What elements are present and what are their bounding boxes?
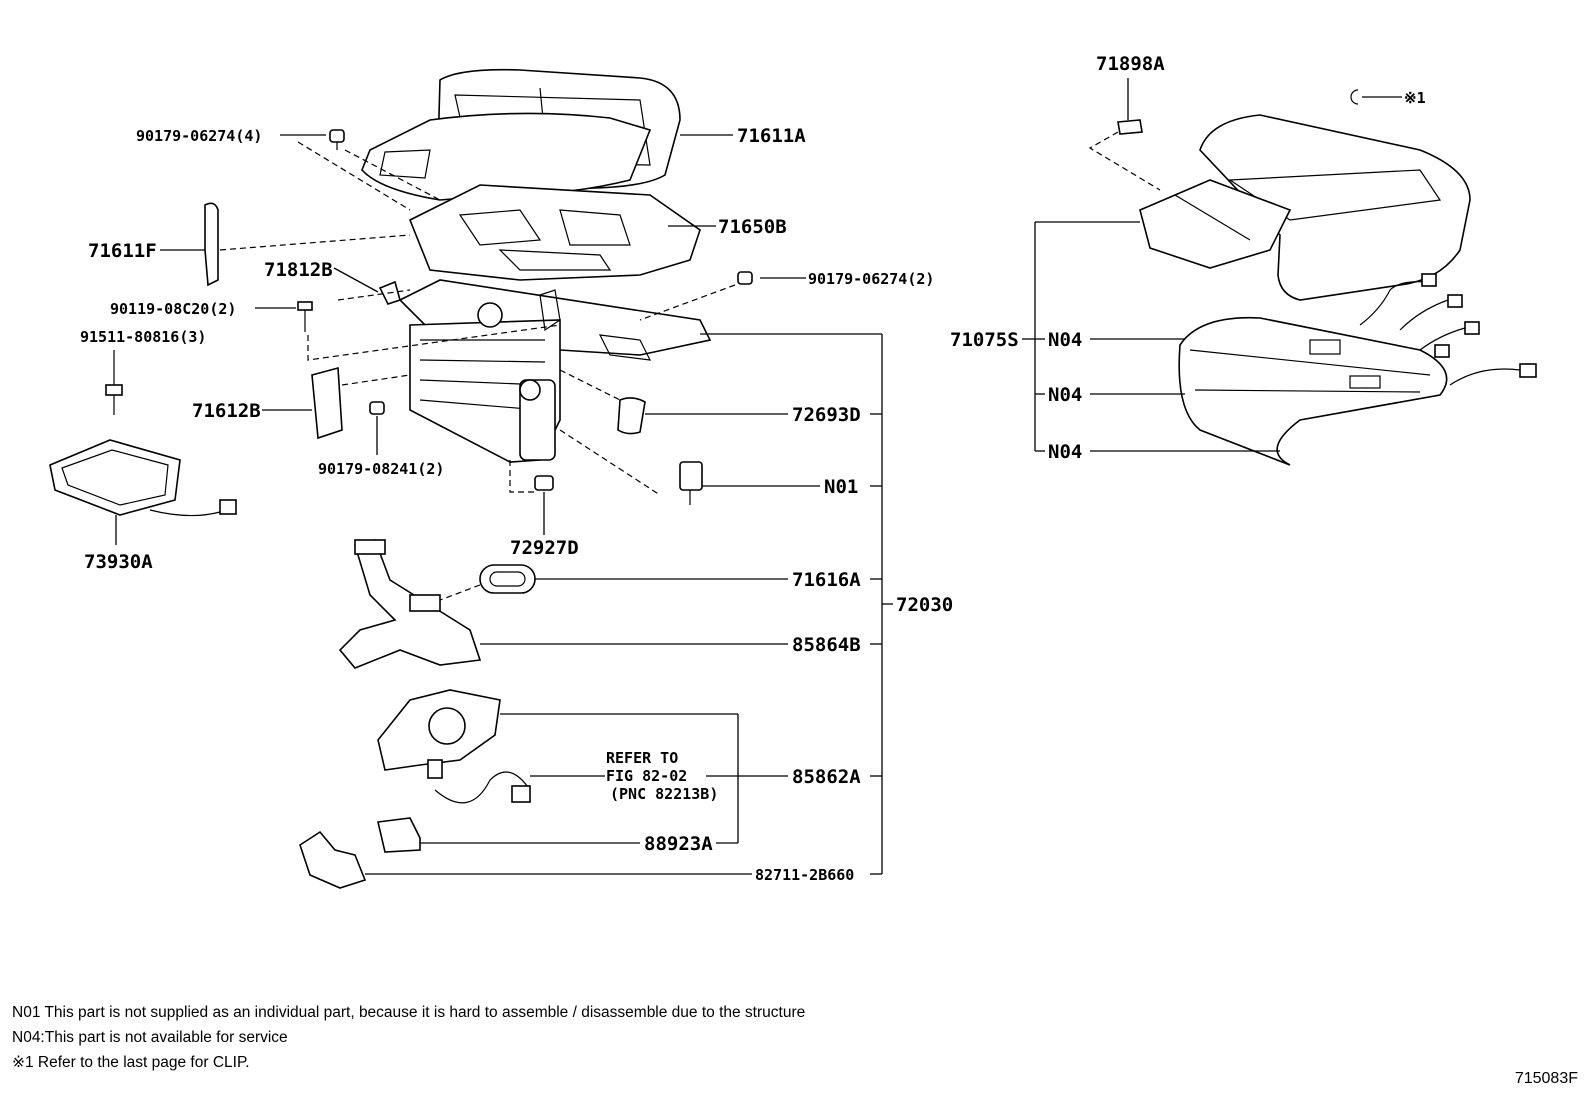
- label-N04-3: N04: [1048, 441, 1082, 463]
- bracket-part: [377, 817, 421, 853]
- label-N01: N01: [824, 476, 858, 498]
- label-72927D: 72927D: [510, 537, 579, 559]
- label-72030: 72030: [896, 594, 953, 616]
- label-71898A: 71898A: [1096, 53, 1165, 75]
- bolt-icon: [297, 301, 313, 332]
- note-n04: N04:This part is not available for servi…: [12, 1029, 288, 1046]
- label-71612B: 71612B: [192, 400, 261, 422]
- seat-cushion-cover-part: [361, 68, 681, 201]
- diagram-code: 715083F: [1514, 1070, 1578, 1087]
- label-73930A: 73930A: [84, 551, 153, 573]
- grommet-part: [617, 397, 646, 435]
- label-71616A: 71616A: [792, 569, 861, 591]
- refer-pnc-text: (PNC 82213B): [610, 785, 718, 803]
- clip-icon: [1117, 119, 1143, 135]
- label-71650B: 71650B: [718, 216, 787, 238]
- refer-to-text: REFER TO: [606, 749, 678, 767]
- refer-fig-text: FIG 82-02: [606, 767, 687, 785]
- label-90119-08C20: 90119-08C20(2): [110, 300, 236, 318]
- pad-part: [479, 564, 536, 594]
- seat-frame-part: [398, 184, 712, 463]
- clip-icon: [737, 271, 753, 285]
- label-91511-80816: 91511-80816(3): [80, 328, 206, 346]
- label-90179-06274-2: 90179-06274(2): [808, 270, 934, 288]
- label-88923A: 88923A: [644, 833, 713, 855]
- label-N04-2: N04: [1048, 384, 1082, 406]
- clip-icon: [534, 475, 554, 491]
- label-85862A: 85862A: [792, 766, 861, 788]
- label-71812B: 71812B: [264, 259, 333, 281]
- label-71075S: 71075S: [950, 329, 1019, 351]
- label-71611F: 71611F: [88, 240, 157, 262]
- switch-assembly-part: [377, 689, 531, 804]
- label-85864B: 85864B: [792, 634, 861, 656]
- clip-icon: [329, 129, 345, 150]
- seat-cover-part: [1139, 114, 1537, 466]
- wire-harness-part: [338, 539, 482, 669]
- clip-icon: [369, 401, 385, 415]
- clip-ref-icon: [1350, 89, 1359, 105]
- side-cover-part: [311, 366, 343, 440]
- label-82711-2B660: 82711-2B660: [755, 866, 854, 884]
- label-71611A: 71611A: [737, 125, 806, 147]
- label-90179-08241: 90179-08241(2): [318, 460, 444, 478]
- note-clip: ※1 Refer to the last page for CLIP.: [12, 1054, 250, 1071]
- side-trim-part: [204, 202, 219, 287]
- note-n01: N01 This part is not supplied as an indi…: [12, 1004, 806, 1021]
- clip-reference-mark: ※1: [1404, 89, 1426, 107]
- label-N04-1: N04: [1048, 329, 1082, 351]
- footnotes: N01 This part is not supplied as an indi…: [12, 1000, 805, 1075]
- control-module-part: [49, 439, 237, 517]
- sensor-part: [679, 461, 703, 505]
- label-90179-06274-4: 90179-06274(4): [136, 127, 262, 145]
- label-72693D: 72693D: [792, 404, 861, 426]
- bolt-icon: [105, 350, 123, 415]
- connector-part: [299, 830, 367, 889]
